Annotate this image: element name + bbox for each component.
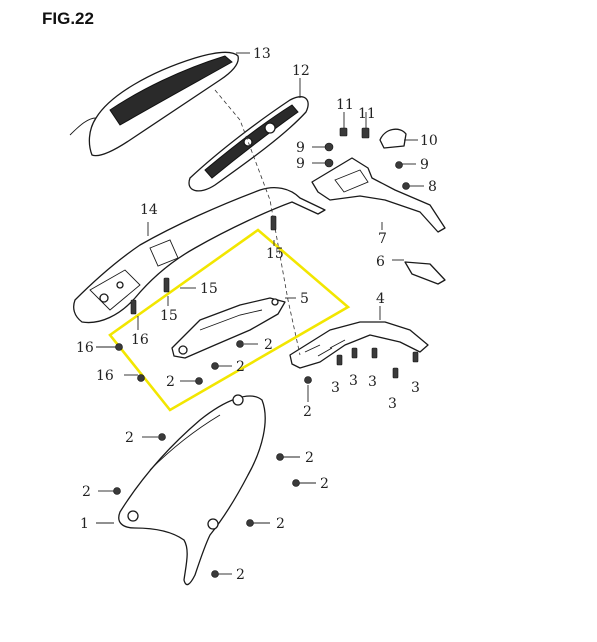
label-5: 5 — [300, 291, 309, 307]
label-2a: 2 — [264, 337, 273, 353]
part-5-bracket — [171, 297, 286, 359]
label-13: 13 — [253, 46, 271, 62]
label-11b: 11 — [358, 106, 376, 122]
part-14-rear-frame — [73, 187, 326, 324]
label-8: 8 — [428, 179, 437, 195]
part-7-carrier-bracket — [311, 157, 446, 233]
label-16a: 16 — [131, 332, 149, 348]
label-2b: 2 — [236, 359, 245, 375]
label-15b: 15 — [200, 281, 218, 297]
part-4-footrest-plate — [289, 321, 429, 369]
figure-title: FIG.22 — [42, 9, 94, 28]
label-2j: 2 — [236, 567, 245, 583]
label-7: 7 — [378, 231, 387, 247]
label-3b: 3 — [349, 373, 358, 389]
label-16b: 16 — [76, 340, 94, 356]
label-16c: 16 — [96, 368, 114, 384]
label-3c: 3 — [368, 374, 377, 390]
label-3a: 3 — [331, 380, 340, 396]
leader-lines — [96, 52, 424, 575]
fasteners — [113, 127, 419, 578]
part-6 — [404, 261, 446, 285]
label-2d: 2 — [303, 404, 312, 420]
label-2f: 2 — [305, 450, 314, 466]
label-2e: 2 — [125, 430, 134, 446]
label-10: 10 — [420, 133, 438, 149]
label-1: 1 — [80, 516, 89, 532]
label-6: 6 — [376, 254, 385, 270]
label-12: 12 — [292, 63, 310, 79]
highlight-box — [108, 228, 351, 412]
part-13-seat — [69, 51, 239, 157]
label-9a: 9 — [296, 140, 305, 156]
part-1-lower-cover — [118, 394, 266, 586]
label-4: 4 — [376, 291, 385, 307]
label-14: 14 — [140, 202, 158, 218]
label-3e: 3 — [411, 380, 420, 396]
label-2g: 2 — [320, 476, 329, 492]
part-labels: 13 12 11 11 10 9 9 9 8 7 6 4 5 14 15 15 … — [76, 46, 438, 583]
label-15a: 15 — [266, 246, 284, 262]
label-2h: 2 — [82, 484, 91, 500]
label-9b: 9 — [296, 156, 305, 172]
label-15c: 15 — [160, 308, 178, 324]
label-11a: 11 — [336, 97, 354, 113]
label-2c: 2 — [166, 374, 175, 390]
label-3d: 3 — [388, 396, 397, 412]
label-9c: 9 — [420, 157, 429, 173]
label-2i: 2 — [276, 516, 285, 532]
part-10 — [379, 128, 407, 149]
